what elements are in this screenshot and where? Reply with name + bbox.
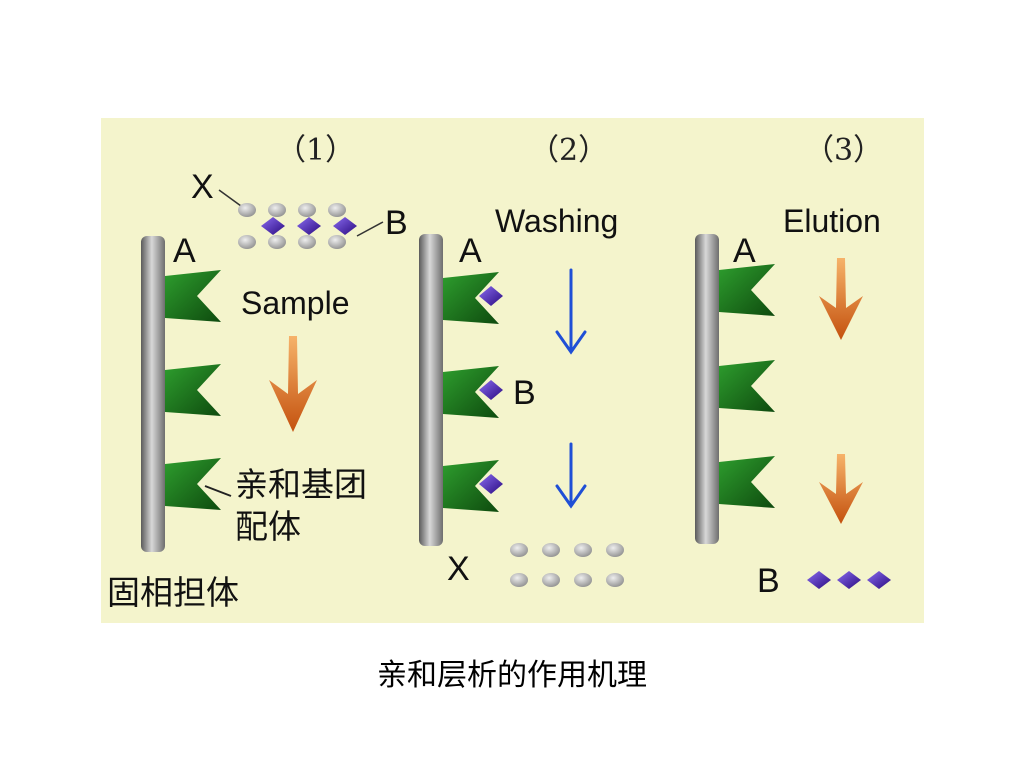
bound-target-diamond-icon [479, 380, 503, 400]
target-diamond-icon [297, 217, 321, 235]
flow-arrow-icon [269, 336, 317, 432]
impurity-bead-icon [298, 235, 316, 249]
ligand-icon [165, 364, 221, 416]
impurity-bead-icon [510, 573, 528, 587]
washing-label: Washing [495, 203, 618, 239]
ligand-label-A: A [733, 232, 756, 270]
impurity-bead-icon [238, 235, 256, 249]
impurity-bead-icon [328, 203, 346, 217]
diagram-canvas: （1） （2） （3） A X [107, 133, 891, 612]
figure-caption: 亲和层析的作用机理 [377, 658, 647, 693]
ligand-label-A: A [173, 232, 196, 270]
sample-mixture [238, 203, 357, 249]
target-diamond-icon [837, 571, 861, 589]
panel-2: A B Washing X [419, 203, 624, 588]
solid-support-label: 固相担体 [107, 573, 239, 612]
washed-impurities [510, 543, 624, 587]
ligand-icon [719, 264, 775, 316]
step-1-label: （1） [276, 133, 355, 168]
sample-label: Sample [241, 285, 350, 321]
b-pointer-line [356, 221, 384, 237]
impurity-bead-icon [268, 203, 286, 217]
impurity-bead-icon [328, 235, 346, 249]
target-label-B: B [757, 562, 780, 600]
ligand-icon [443, 272, 499, 324]
ligand-pointer-line [204, 485, 232, 497]
step-2-label: （2） [529, 133, 608, 168]
affinity-ligand-label-line1: 亲和基团 [235, 465, 367, 504]
elution-arrow-icon [819, 258, 863, 340]
impurity-label-X: X [191, 168, 214, 206]
target-diamond-icon [867, 571, 891, 589]
impurity-bead-icon [574, 573, 592, 587]
ligand-icon [719, 360, 775, 412]
wash-arrow-icon [555, 442, 587, 509]
affinity-chromatography-diagram: （1） （2） （3） A X [101, 118, 924, 623]
target-label-B: B [385, 204, 408, 242]
step-3-label: （3） [804, 133, 883, 168]
impurity-bead-icon [606, 543, 624, 557]
ligand-icon [443, 460, 499, 512]
ligand-icon [165, 270, 221, 322]
ligand-label-A: A [459, 232, 482, 270]
bound-target-diamond-icon [479, 474, 503, 494]
target-diamond-icon [333, 217, 357, 235]
impurity-bead-icon [268, 235, 286, 249]
solid-support-column [141, 236, 165, 552]
impurity-bead-icon [542, 543, 560, 557]
ligand-icon [165, 458, 221, 510]
impurity-bead-icon [298, 203, 316, 217]
elution-label: Elution [783, 203, 881, 239]
elution-arrow-icon [819, 454, 863, 524]
solid-support-column [419, 234, 443, 546]
impurity-bead-icon [238, 203, 256, 217]
impurity-label-X: X [447, 550, 470, 588]
impurity-bead-icon [542, 573, 560, 587]
eluted-targets [807, 571, 891, 589]
target-label-B: B [513, 374, 536, 412]
solid-support-column [695, 234, 719, 544]
impurity-bead-icon [606, 573, 624, 587]
target-diamond-icon [261, 217, 285, 235]
panel-1: A X [107, 168, 408, 612]
impurity-bead-icon [574, 543, 592, 557]
target-diamond-icon [807, 571, 831, 589]
affinity-ligand-label-line2: 配体 [235, 507, 301, 546]
ligand-icon [443, 366, 499, 418]
impurity-bead-icon [510, 543, 528, 557]
panel-3: A Elution B [695, 203, 891, 600]
ligand-icon [719, 456, 775, 508]
x-pointer-line [218, 189, 242, 207]
bound-target-diamond-icon [479, 286, 503, 306]
wash-arrow-icon [555, 268, 587, 355]
